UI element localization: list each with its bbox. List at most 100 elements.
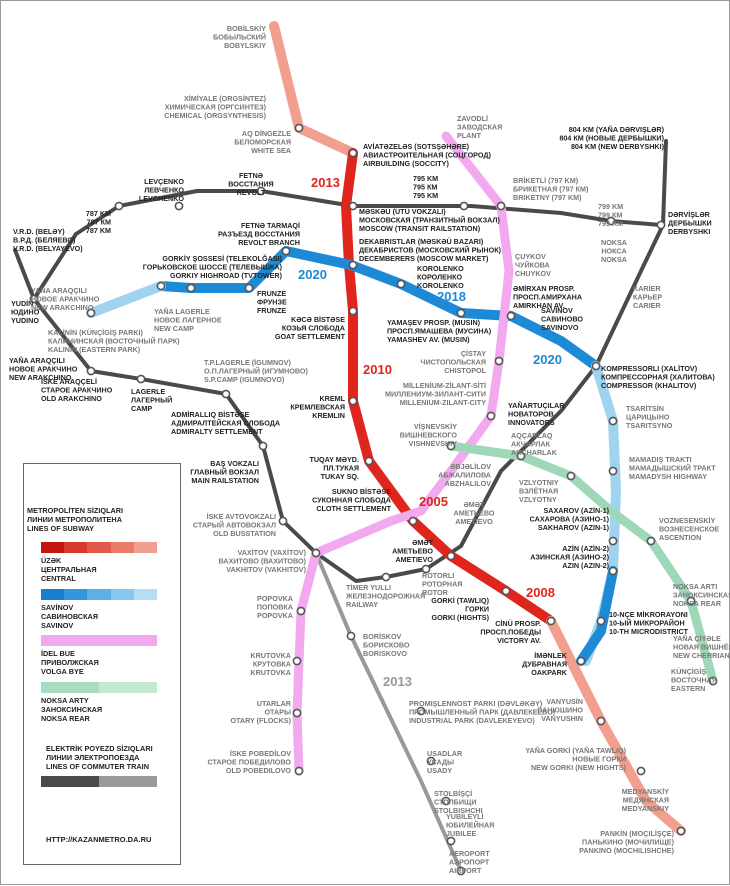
year-central-2005: 2005 [419,494,448,509]
station-name-line: ABZHALILOV [445,479,492,488]
station-name-line: LEVCHENKO [139,194,185,203]
station-name-line: YAMASHEV AV. (MUSIN) [387,335,470,344]
station-name-line: ЗАВОДСКАЯ [457,122,502,131]
station-name-line: ƏMƏT [464,500,485,509]
website-url[interactable]: HTTP://KAZANMETRO.DA.RU [46,835,152,844]
station-name-line: ОТАРЫ [264,707,291,716]
station-60-marker [456,866,466,876]
station-34-marker [278,516,288,526]
station-name-line: ROTOR [422,588,449,597]
station-name-line: CHEMICAL (ORGSYNTHESIS) [164,111,266,120]
station-name-line: KALİNİN (KÜNÇİGİŞ PARKI) [48,328,144,337]
station-28-marker [364,456,374,466]
station-label-azin2: AZİN (AZİN-2)АЗИНСКАЯ (АЗИНО-2)AZIN (AZI… [530,544,609,570]
station-name-line: 10-ЫЙ МИКРОРАЙОН [609,618,685,627]
station-name-line: О.П.ЛАГЕРНЫЙ (ИГУМНОВО) [204,366,309,375]
station-name-line: СУКОННАЯ СЛОБОДА [312,495,391,504]
station-name-line: АМЕТЬЕВО [392,546,433,555]
station-name-line: LAGERLE [131,387,166,396]
station-name-line: МЕДЯНСКАЯ [623,795,669,804]
legend-swatch [99,682,157,693]
station-name-line: НОВОЕ АРАКЧИНО [9,364,78,373]
station-name-line: STOLBİŞÇİ [434,789,472,798]
station-name-line: İMƏNLEK [534,651,568,660]
station-name-line: БЕЛОМОРСКАЯ [234,137,291,146]
station-name-line: YAÑA LAGERLE [154,307,210,316]
station-name-line: ПРОСП.ПОБЕДЫ [480,627,541,636]
station-name-line: ФРУНЗЕ [257,297,287,306]
station-name-line: BORİSKOV [363,632,402,641]
station-name-line: MEDYANSKİY [622,787,669,796]
station-name-line: TUKAY SQ. [321,472,359,481]
station-name-line: RAILWAY [346,600,378,609]
station-22-marker [86,366,96,376]
station-name-line: 787 KM [86,226,111,235]
station-name-line: ГЛАВНЫЙ ВОКЗАЛ [190,467,259,476]
station-name-line: KRUTOVKA [250,651,291,660]
station-name-line: ÇUYKOV [515,252,546,261]
station-42-marker [646,536,656,546]
station-name-line: CHISTOPOL [444,366,486,375]
station-name-line: REVOLT BRANCH [238,238,300,247]
station-label-saxarov: SAXAROV (AZİN-1)САХАРОВА (АЗИНО-1)SAKHAR… [530,506,610,532]
station-name-line: СТАРОЕ АРАКЧИНО [41,385,113,394]
station-name-line: KOROLENKO [417,264,464,273]
station-name-line: 795 КМ [413,182,437,191]
station-54-marker [292,708,302,718]
station-47-marker [381,572,391,582]
station-name-line: БОБЫЛЬСКИЙ [213,32,266,41]
station-name-line: YAÑA ÇİYƏLE [673,634,721,643]
legend-bar-central [41,542,158,553]
station-name-line: ÇİSTAY [461,349,486,358]
station-32-marker [566,471,576,481]
station-name-line: KƏCƏ BİSTƏSE [291,315,345,324]
year-savinov-west: 2020 [298,267,327,282]
station-name-line: NEW GORKI (NEW HIGHTS) [531,763,627,772]
station-name-line: АДМИРАЛТЕЙСКАЯ СЛОБОДА [171,418,280,427]
station-name-line: XİMİYALE (ORGSİNTEZ) [184,94,267,103]
station-name-line: ƏBJƏLİLOV [450,462,491,471]
station-name-line: 804 KM (YAÑA DƏRVIŞLƏR) [569,125,665,134]
station-name-line: КРУТОВКА [253,659,291,668]
legend-swatch [41,682,99,693]
station-name-line: AMETIEVO [395,555,433,564]
legend-bar-savinov [41,589,158,600]
station-name-line: TUQAY MƏYD. [309,455,359,464]
station-4-marker [256,186,266,196]
station-name-line: САХАРОВА (АЗИНО-1) [530,514,610,523]
legend-swatch [87,542,111,553]
station-39-marker [608,536,618,546]
station-26-marker [221,389,231,399]
station-name-line: DERBYSHKI [668,227,710,236]
station-name-line: AQ DİNGEZLE [242,129,291,138]
legend-swatch [64,542,88,553]
station-1-marker [348,148,358,158]
station-14-marker [244,283,254,293]
station-name-line: NOKSA [601,238,627,247]
station-label-meskev: MƏSKƏÜ (ÜTÜ VOKZALI)МОСКОВСКАЯ (ТРАНЗИТН… [359,207,500,233]
station-48-marker [421,564,431,574]
station-name-line: НОВАТОРОВ [508,409,554,418]
station-label-gorkiyshossesi: GORKİY ŞOSSESİ (TELEKOLĞASI)ГОРЬКОВСКОЕ … [143,254,283,280]
station-name-line: FETNƏ TARMAQİ [241,221,300,230]
legend-swatch [110,542,134,553]
station-24-marker [591,361,601,371]
station-51-marker [292,656,302,666]
